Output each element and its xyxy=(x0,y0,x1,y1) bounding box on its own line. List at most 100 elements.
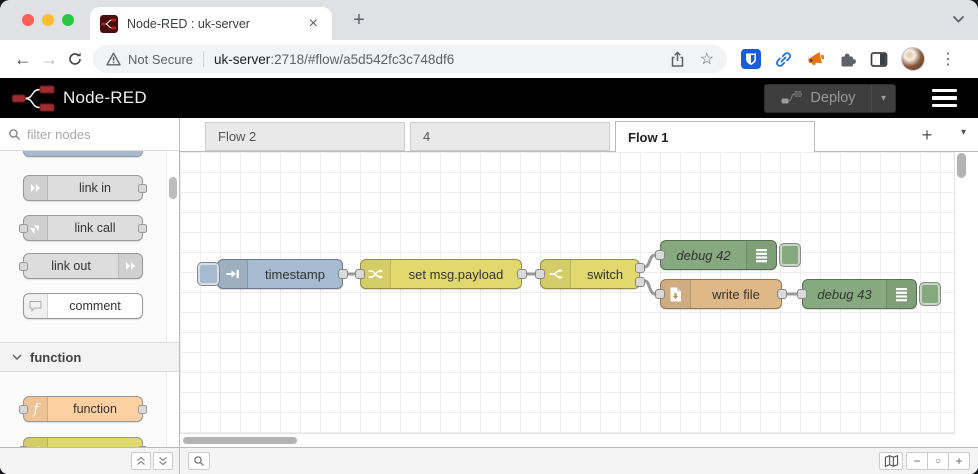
palette-filter-input[interactable] xyxy=(27,126,157,142)
share-button[interactable] xyxy=(669,50,686,68)
palette-node-label: link in xyxy=(79,181,111,195)
palette-node-function[interactable]: f function xyxy=(19,396,147,422)
tab-search-chevron-icon[interactable] xyxy=(952,15,965,24)
browser-tab[interactable]: Node-RED : uk-server × xyxy=(90,7,332,40)
address-bar[interactable]: Not Secure uk-server:2718/#flow/a5d542fc… xyxy=(93,45,727,73)
flow-tab-label: Flow 1 xyxy=(628,129,669,145)
flow-tab-flow2[interactable]: Flow 2 xyxy=(205,122,405,151)
security-label[interactable]: Not Secure xyxy=(128,51,194,67)
node-output-port[interactable] xyxy=(138,224,147,233)
inject-icon xyxy=(226,269,239,279)
tab-close-icon[interactable]: × xyxy=(308,14,318,32)
flow-tab-flow1-active[interactable]: Flow 1 xyxy=(615,121,815,152)
flow-node-set-msg-payload[interactable]: set msg.payload xyxy=(355,259,527,289)
palette-expand-all-button[interactable] xyxy=(153,452,173,470)
node-output-port-2[interactable] xyxy=(635,277,645,287)
node-input-port[interactable] xyxy=(535,269,545,279)
palette-node-comment[interactable]: comment xyxy=(23,293,143,319)
add-flow-button[interactable]: + xyxy=(921,124,933,145)
maximize-window-button[interactable] xyxy=(62,14,74,26)
browser-tabstrip: Node-RED : uk-server × + xyxy=(0,0,978,40)
node-red-header: Node-RED Deploy ▾ xyxy=(0,78,978,118)
flow-tab-4[interactable]: 4 xyxy=(410,122,610,151)
link-extension-icon[interactable] xyxy=(774,50,793,69)
node-input-port[interactable] xyxy=(797,289,807,299)
node-output-port[interactable] xyxy=(777,289,787,299)
node-input-port[interactable] xyxy=(19,262,28,271)
bookmark-star-icon[interactable]: ☆ xyxy=(699,51,714,68)
link-out-icon xyxy=(125,262,135,270)
file-icon xyxy=(670,287,681,301)
palette-scrollbar-thumb[interactable] xyxy=(169,177,177,199)
flow-tab-label: Flow 2 xyxy=(218,129,257,144)
flow-node-write-file[interactable]: write file xyxy=(655,279,787,309)
flow-list-caret[interactable]: ▾ xyxy=(960,127,966,138)
browser-menu-button[interactable]: ⋮ xyxy=(940,51,956,68)
node-input-port[interactable] xyxy=(355,269,365,279)
palette-node-link-out[interactable]: link out xyxy=(19,253,143,279)
close-window-button[interactable] xyxy=(22,14,34,26)
url-path: :2718/#flow/a5d542fc3c748df6 xyxy=(270,51,455,67)
canvas-hscroll-thumb[interactable] xyxy=(183,437,297,444)
palette-node-partial-top[interactable] xyxy=(23,151,143,157)
back-button[interactable]: ← xyxy=(14,48,32,69)
palette-category-function[interactable]: function xyxy=(0,342,179,372)
flow-canvas[interactable]: timestamp set msg.payload xyxy=(180,152,978,447)
deploy-button-main[interactable]: Deploy xyxy=(765,90,871,106)
double-chevron-up-icon xyxy=(137,456,145,465)
node-output-port[interactable] xyxy=(338,269,348,279)
not-secure-warning-icon xyxy=(106,52,121,66)
flow-node-debug-43[interactable]: debug 43 xyxy=(797,279,941,309)
canvas-search-button[interactable] xyxy=(188,452,210,470)
profile-avatar[interactable] xyxy=(901,47,925,71)
palette-filter-row xyxy=(0,118,179,151)
zoom-reset-button[interactable]: ○ xyxy=(927,452,949,470)
navigator-toggle-button[interactable] xyxy=(879,452,903,470)
deploy-options-caret[interactable]: ▾ xyxy=(871,84,895,112)
deploy-label: Deploy xyxy=(810,90,856,106)
new-tab-button[interactable]: + xyxy=(353,8,365,31)
node-output-port[interactable] xyxy=(138,446,147,447)
reload-button[interactable] xyxy=(62,46,88,72)
node-input-port[interactable] xyxy=(19,405,28,414)
extensions-puzzle-icon[interactable] xyxy=(839,51,857,68)
flow-node-timestamp[interactable]: timestamp xyxy=(197,259,348,289)
palette-collapse-all-button[interactable] xyxy=(131,452,151,470)
bitwarden-extension-icon[interactable] xyxy=(741,49,761,69)
node-output-port[interactable] xyxy=(138,405,147,414)
flow-node-debug-42[interactable]: debug 42 xyxy=(655,240,801,270)
minimize-window-button[interactable] xyxy=(42,14,54,26)
node-input-port[interactable] xyxy=(19,446,28,447)
debug-console-icon xyxy=(896,287,907,301)
main-menu-button[interactable] xyxy=(928,85,961,112)
flow-node-switch[interactable]: switch xyxy=(535,259,645,289)
debug-toggle-button[interactable] xyxy=(779,243,801,267)
megaphone-extension-icon[interactable] xyxy=(806,50,826,69)
node-input-port[interactable] xyxy=(655,250,665,260)
palette-scrollbar-track[interactable] xyxy=(166,151,179,447)
canvas-vscroll-thumb[interactable] xyxy=(957,153,966,178)
node-input-port[interactable] xyxy=(19,224,28,233)
zoom-in-button[interactable]: + xyxy=(948,452,970,470)
node-output-port[interactable] xyxy=(517,269,527,279)
palette-node-partial-bottom[interactable] xyxy=(19,437,147,447)
palette-node-link-call[interactable]: link call xyxy=(19,215,147,241)
deploy-button[interactable]: Deploy ▾ xyxy=(764,83,896,113)
zoom-out-button[interactable]: − xyxy=(906,452,928,470)
node-input-port[interactable] xyxy=(655,289,665,299)
inject-trigger-button[interactable] xyxy=(197,262,220,286)
debug-toggle-button[interactable] xyxy=(919,282,941,306)
node-red-logo xyxy=(12,85,55,111)
side-panel-icon[interactable] xyxy=(870,51,888,68)
palette-node-label: link out xyxy=(51,259,91,273)
browser-toolbar: ← → Not Secure uk-server:2718/#flow/a5d5… xyxy=(0,40,978,78)
palette-node-link-in[interactable]: link in xyxy=(23,175,147,201)
node-output-port[interactable] xyxy=(138,184,147,193)
url-text[interactable]: uk-server:2718/#flow/a5d542fc3c748df6 xyxy=(214,52,454,67)
map-icon xyxy=(884,454,898,468)
switch-icon xyxy=(36,446,40,447)
wires-layer xyxy=(346,253,799,296)
flow-node-label: debug 42 xyxy=(676,247,731,263)
node-output-port-1[interactable] xyxy=(635,263,645,273)
